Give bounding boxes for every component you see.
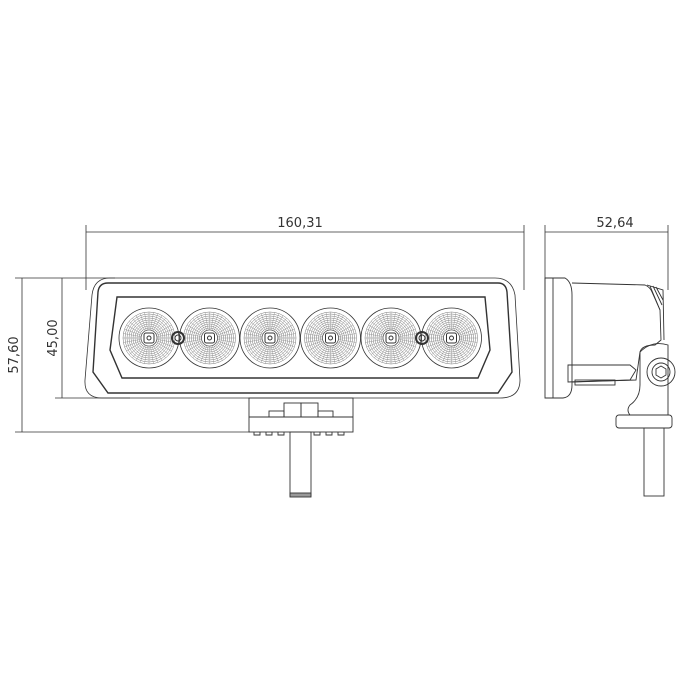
depth-label: 52,64 (596, 216, 633, 231)
front-view (84, 277, 521, 399)
dimension-depth (544, 225, 669, 290)
led-lens (421, 307, 482, 369)
side-view (544, 277, 676, 497)
led-lens (118, 307, 180, 369)
width-label: 160,31 (277, 216, 323, 231)
led-lens (300, 307, 361, 369)
led-lens (179, 307, 240, 369)
mount-bracket (248, 397, 354, 498)
dimension-heights (15, 277, 250, 433)
dimension-width (85, 225, 525, 290)
led-lens (239, 307, 301, 369)
total-height-label: 57,60 (7, 336, 22, 373)
housing-height-label: 45,00 (46, 319, 61, 356)
led-lens (360, 307, 422, 369)
